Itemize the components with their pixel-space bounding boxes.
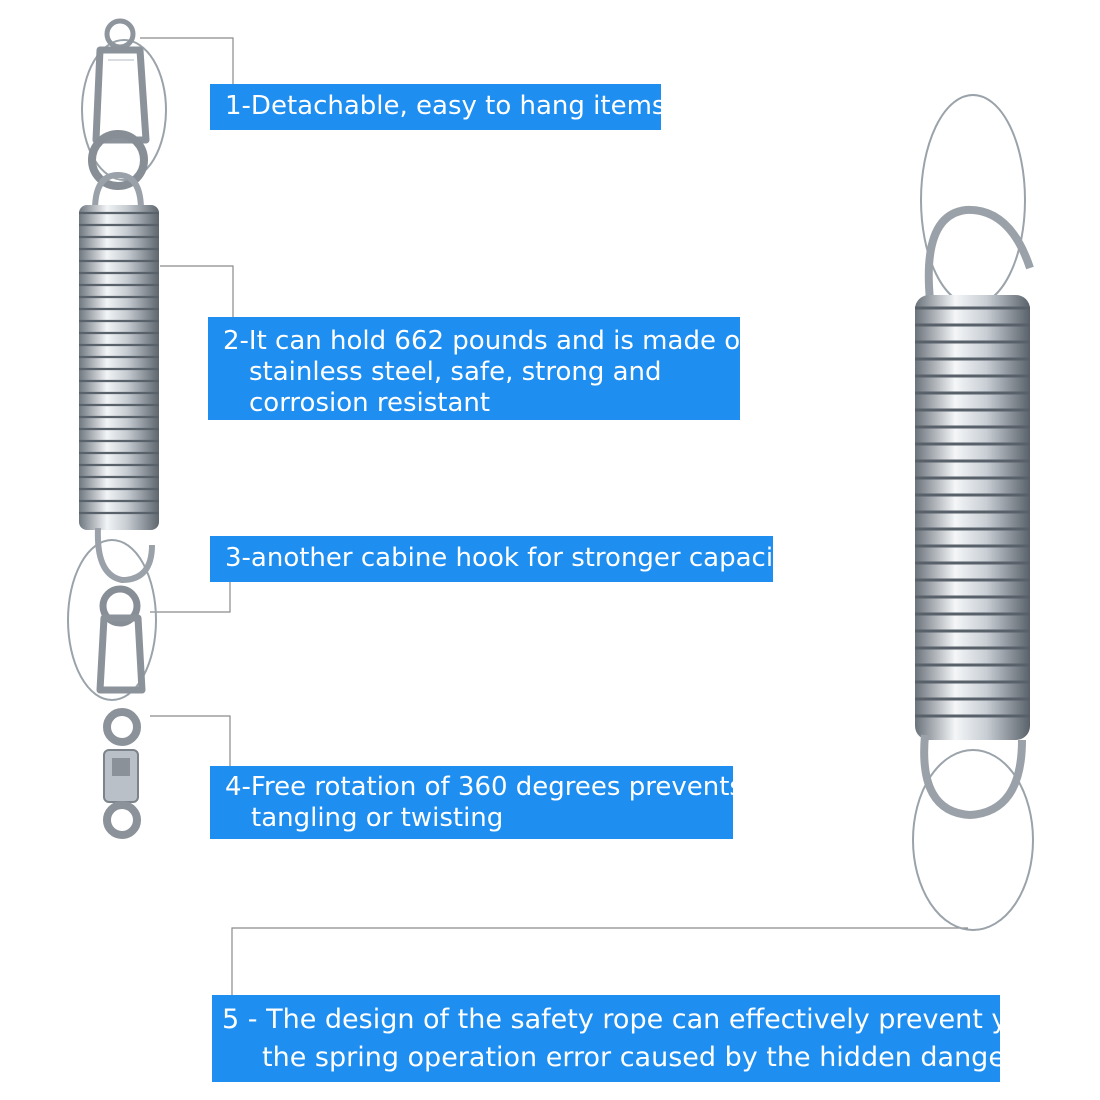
- callout-cabine-hook: 3-another cabine hook for stronger capac…: [210, 536, 799, 582]
- swivel-icon: [103, 708, 141, 839]
- callout-2-line-1: 2-It can hold 662 pounds and is made of: [223, 326, 750, 356]
- callout-free-rotation: 4-Free rotation of 360 degrees prevents …: [210, 766, 743, 839]
- callout-4-line-1: 4-Free rotation of 360 degrees prevents: [225, 772, 743, 802]
- callout-2-line-3: corrosion resistant: [249, 388, 491, 418]
- left-spring-assembly-icon: [67, 18, 167, 839]
- right-spring-icon: [912, 94, 1034, 931]
- safety-rope-icon: [67, 39, 167, 701]
- callout-1-line-1: 1-Detachable, easy to hang items: [225, 91, 666, 121]
- callout-detachable: 1-Detachable, easy to hang items: [210, 84, 666, 130]
- callout-5-line-1: 5 - The design of the safety rope can ef…: [222, 1004, 1078, 1035]
- leader-lines: [140, 37, 968, 996]
- carabiner-icon: [92, 46, 150, 144]
- callout-5-line-2: the spring operation error caused by the…: [262, 1042, 1017, 1073]
- callout-3-line-1: 3-another cabine hook for stronger capac…: [225, 543, 799, 573]
- callout-safety-rope: 5 - The design of the safety rope can ef…: [212, 995, 1078, 1082]
- callout-2-line-2: stainless steel, safe, strong and: [249, 357, 662, 387]
- callout-4-line-2: tangling or twisting: [251, 803, 504, 833]
- callout-load-capacity: 2-It can hold 662 pounds and is made of …: [208, 317, 750, 420]
